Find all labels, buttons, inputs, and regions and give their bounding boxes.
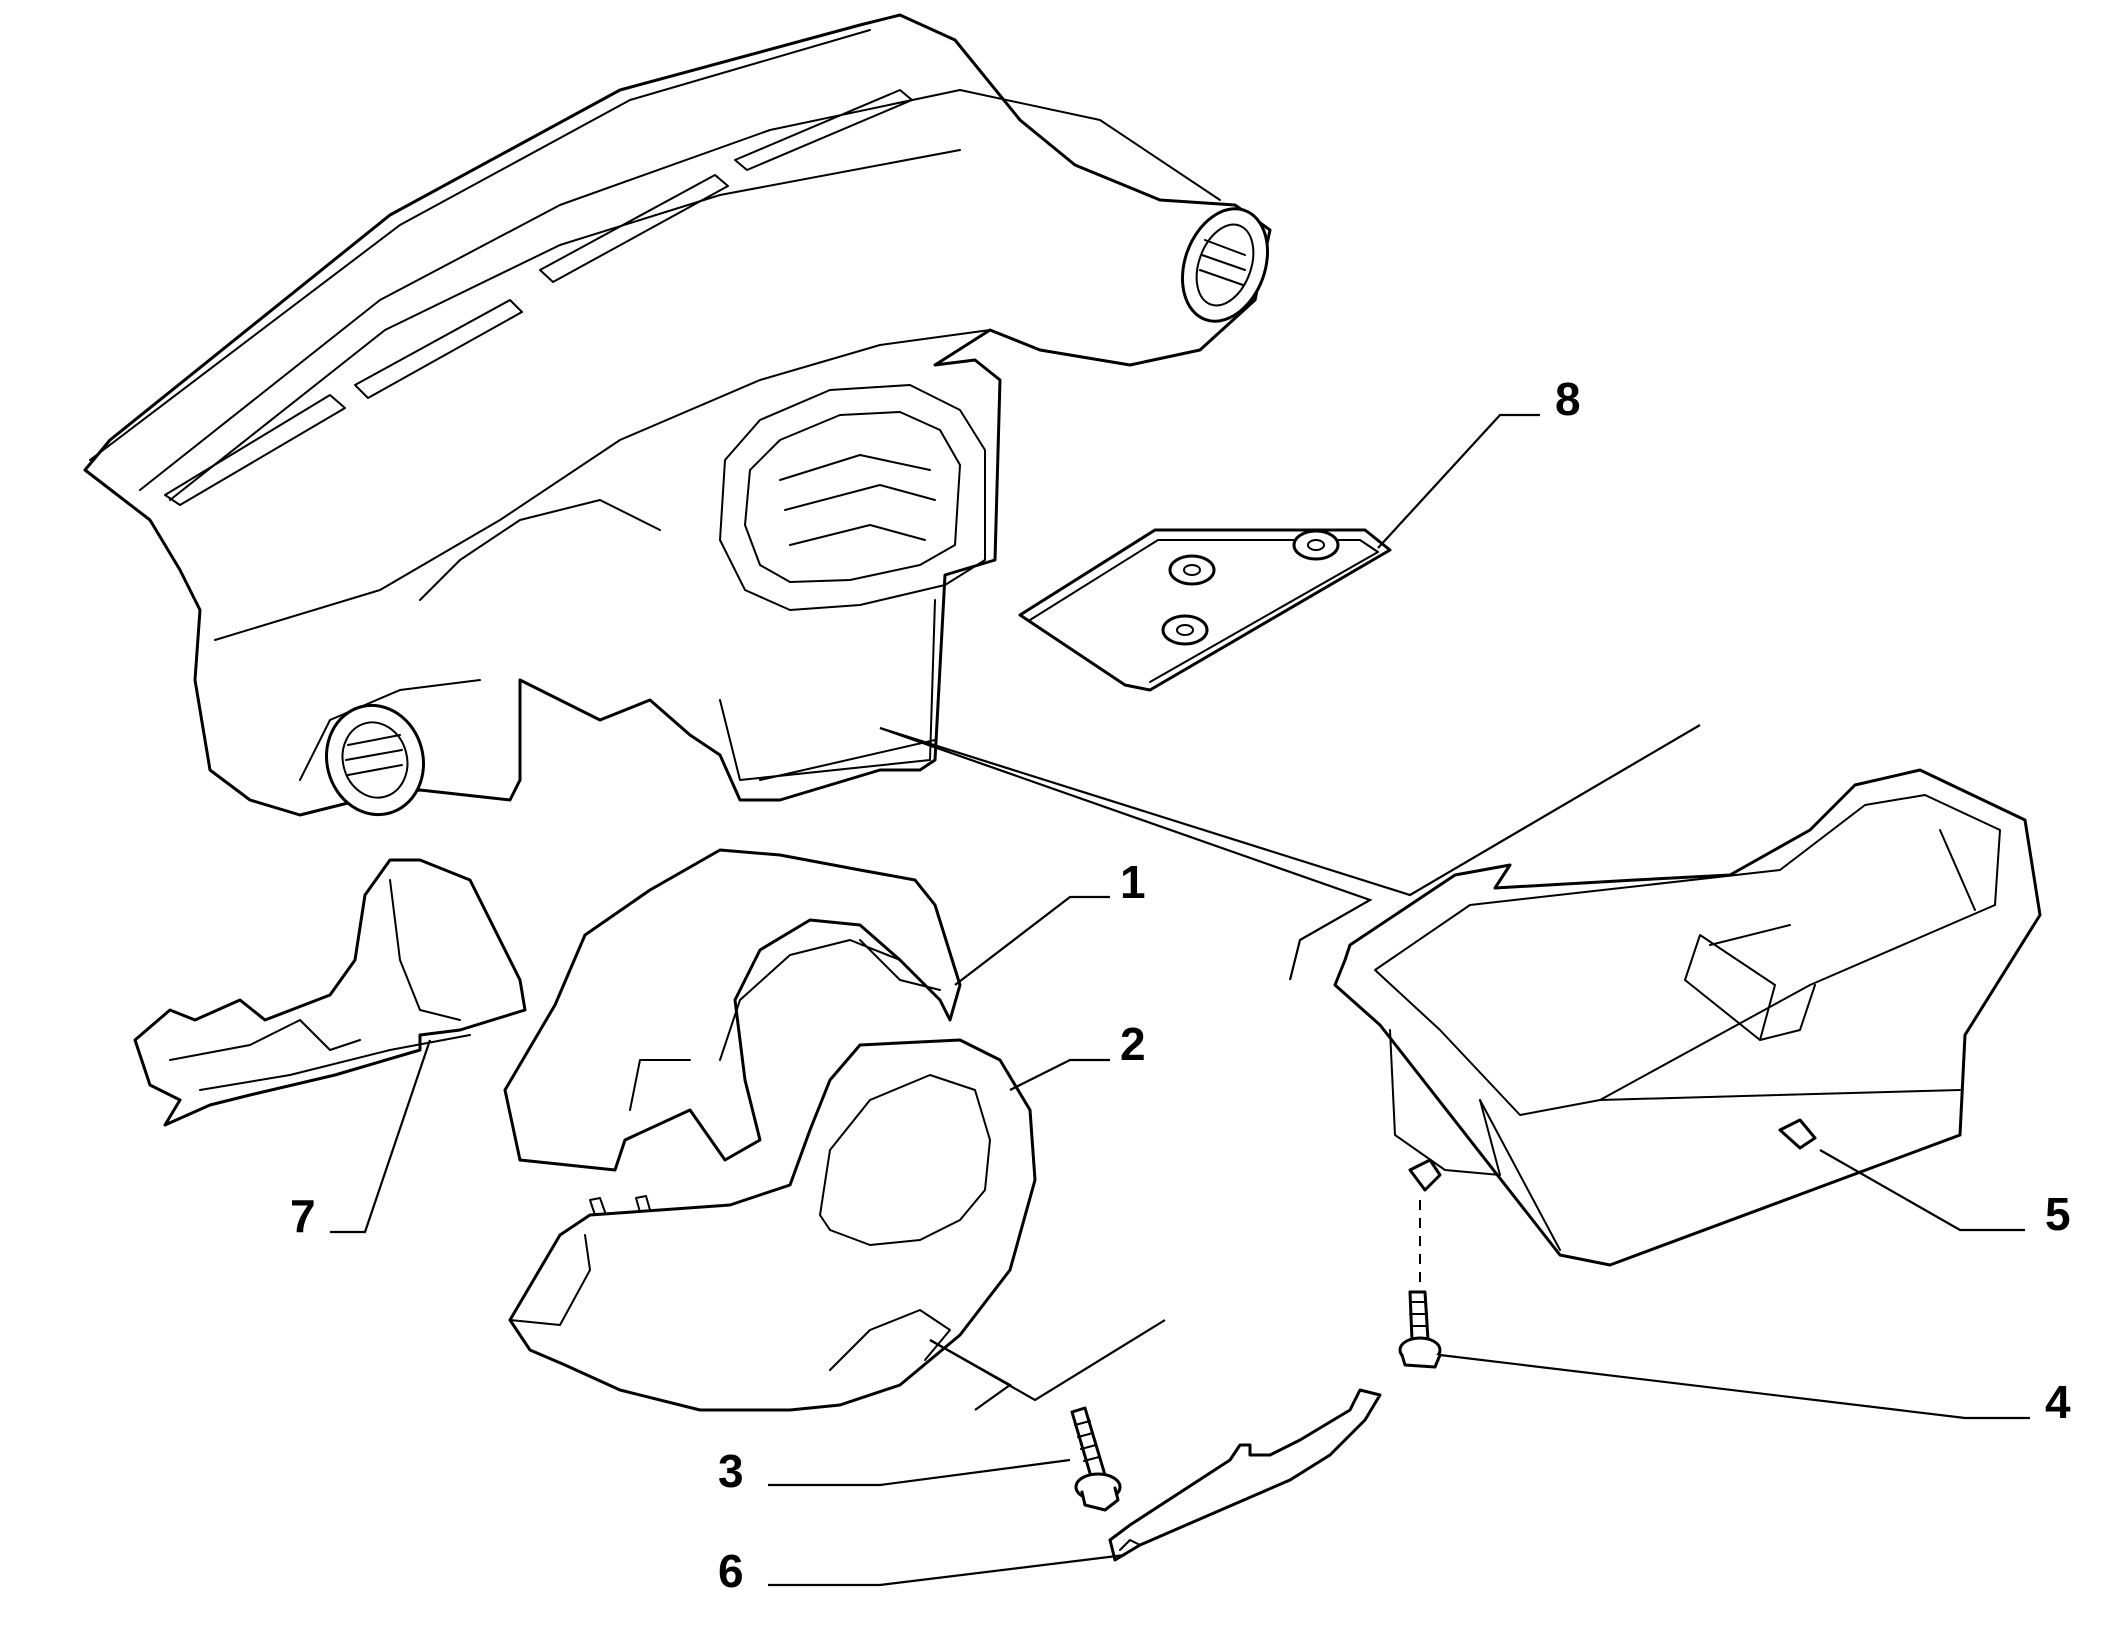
left-air-vent [324,703,426,817]
leader-lines [330,413,2030,1587]
callout-3: 3 [718,1445,744,1497]
part-1-upper-shroud [503,848,962,1172]
callout-7: 7 [290,1190,316,1242]
part-4-bolt [1398,1290,1442,1369]
part-7-bracket [133,858,527,1127]
callout-8: 8 [1555,373,1581,425]
callout-4: 4 [2045,1376,2071,1428]
part-3-screw [1070,1406,1122,1512]
callout-labels: 1 2 3 4 5 6 7 8 [290,373,2071,1597]
callout-1: 1 [1120,856,1146,908]
part-6-trim-strip [1108,1388,1382,1562]
part-5-tray [1333,768,2042,1267]
part-2-lower-shroud [508,1038,1037,1412]
callout-5: 5 [2045,1188,2071,1240]
dashboard-assembly [83,13,1272,817]
right-air-vent [1180,207,1270,323]
part-8-panel [1018,528,1392,692]
callout-2: 2 [1120,1018,1146,1070]
callout-6: 6 [718,1545,744,1597]
